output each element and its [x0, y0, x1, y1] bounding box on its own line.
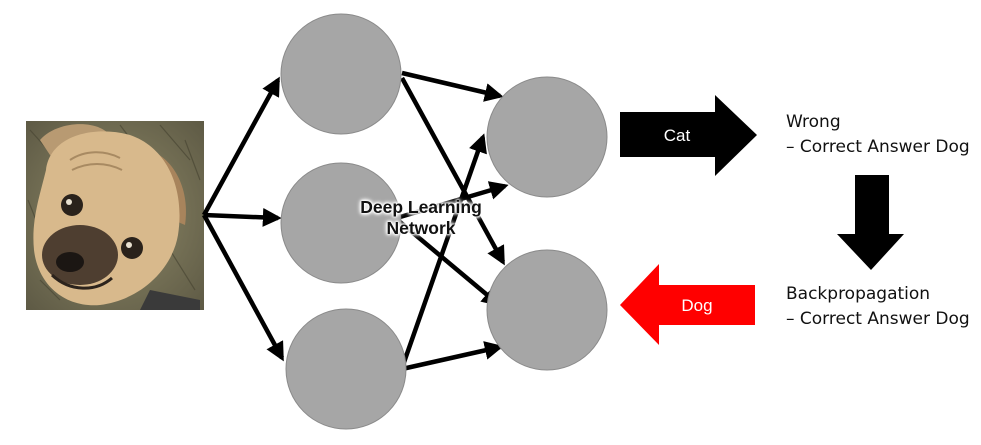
edge-top-to-out1 [401, 70, 504, 102]
output-arrow-label: Cat [664, 126, 691, 145]
result-text: Wrong – Correct Answer Dog [786, 110, 970, 160]
input-dog-image [26, 121, 204, 310]
hidden-node-bottom [285, 308, 407, 430]
backprop-line1: Backpropagation [786, 284, 931, 304]
output-arrow: Cat [620, 95, 757, 176]
output-node-bottom [486, 249, 608, 371]
feedback-arrow: Dog [620, 264, 755, 345]
network-label-line2: Network [386, 218, 456, 238]
backprop-text: Backpropagation – Correct Answer Dog [786, 282, 970, 332]
output-node-top [486, 76, 608, 198]
hidden-node-middle [280, 162, 402, 284]
network-label-line1: Deep Learning [360, 197, 482, 217]
network-label: Deep Learning Network [330, 197, 512, 239]
edge-bottom-to-out2 [401, 341, 504, 372]
edge-input-to-top [202, 76, 280, 217]
backprop-line2: – Correct Answer Dog [786, 309, 970, 329]
network-nodes [280, 13, 608, 430]
edge-bottom-to-out1 [399, 133, 487, 369]
edge-input-to-middle [203, 207, 282, 227]
down-arrow [837, 175, 904, 270]
edge-top-to-out2 [400, 76, 505, 266]
result-line1: Wrong [786, 112, 841, 132]
edge-middle-to-out1 [399, 181, 509, 220]
hidden-node-top [280, 13, 402, 135]
result-line2: – Correct Answer Dog [786, 137, 970, 157]
edge-input-to-bottom [202, 213, 284, 362]
edge-middle-to-out2 [398, 220, 501, 307]
network-edges [202, 70, 509, 372]
feedback-arrow-label: Dog [681, 296, 712, 315]
